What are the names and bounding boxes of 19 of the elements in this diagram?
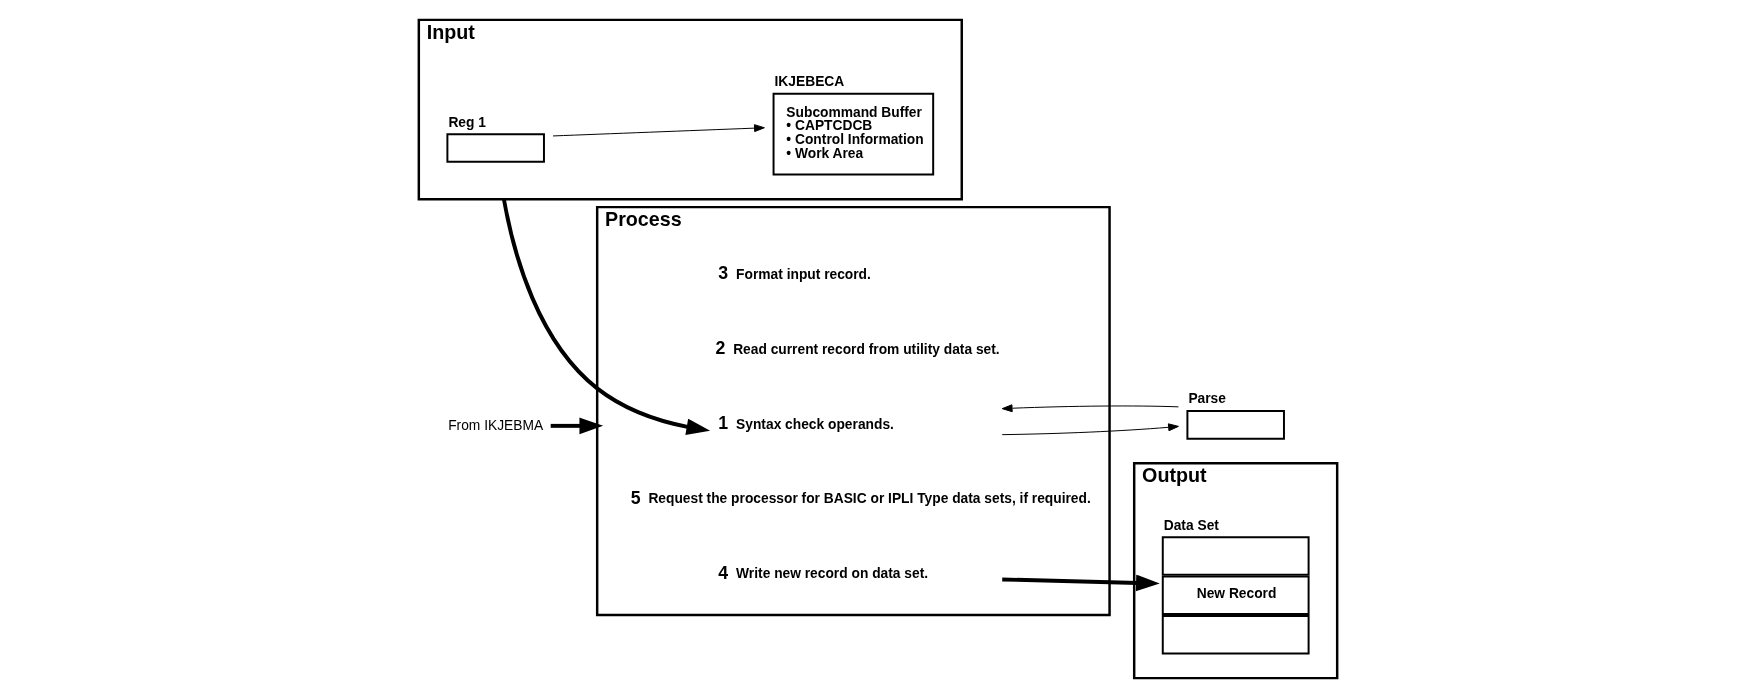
node-box bbox=[1186, 410, 1285, 440]
arrow bbox=[552, 124, 765, 137]
arrow bbox=[501, 198, 711, 436]
node-label: IKJEBECA bbox=[774, 74, 845, 90]
node-text: 5 Request the processor for BASIC or IPLI Type data sets, if required. bbox=[630, 488, 1091, 509]
node-text: 1 Syntax check operands. bbox=[718, 413, 894, 434]
node-text: 2 Read current record from utility data set. bbox=[715, 338, 1000, 359]
node-label: Reg 1 bbox=[448, 114, 486, 130]
arrow bbox=[1002, 574, 1160, 592]
node-box: Subcommand Buffer • CAPTCDCB • Control Information • Work Area bbox=[772, 92, 935, 176]
arrow bbox=[1001, 404, 1179, 413]
node-text: 3 Format input record. bbox=[718, 263, 871, 284]
node-text: 4 Write new record on data set. bbox=[718, 562, 929, 583]
arrow bbox=[1001, 423, 1179, 436]
arrow bbox=[550, 417, 604, 435]
node-text: From IKJEBMA bbox=[448, 417, 544, 433]
node-label: Parse bbox=[1188, 391, 1226, 407]
node-box bbox=[446, 133, 545, 163]
node-label: Data Set bbox=[1163, 517, 1219, 533]
